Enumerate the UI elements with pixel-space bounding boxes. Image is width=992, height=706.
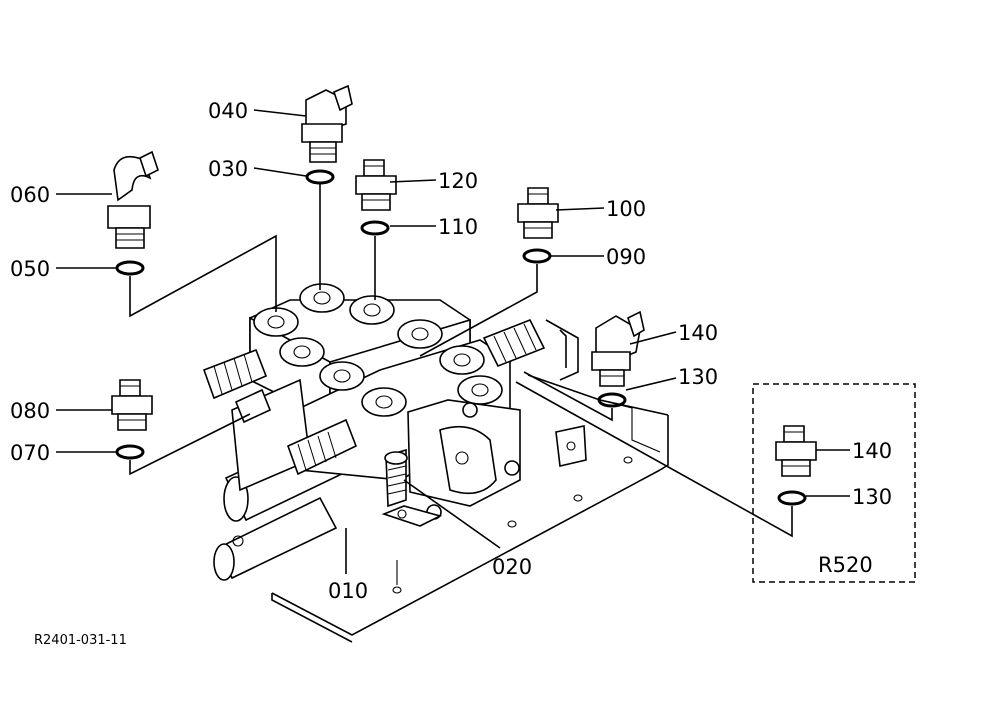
callout-070: 070 xyxy=(10,441,50,465)
union-fitting-080 xyxy=(111,379,153,431)
o-ring-130 xyxy=(597,392,627,408)
callout-130: 130 xyxy=(678,365,718,389)
leader-lines xyxy=(56,109,850,574)
o-ring-050 xyxy=(115,260,145,276)
union-fitting-120 xyxy=(355,159,397,211)
callout-120: 120 xyxy=(438,169,478,193)
base-plate xyxy=(271,319,669,643)
o-ring-090 xyxy=(522,248,552,264)
variant-box-r520: R520 xyxy=(752,383,916,583)
union-fitting-140-r520 xyxy=(775,425,817,477)
elbow-fitting-140 xyxy=(591,310,645,387)
callout-030: 030 xyxy=(208,157,248,181)
callout-labels: 040 030 060 050 120 110 100 090 080 070 … xyxy=(10,99,892,603)
drawing-reference: R2401-031-11 xyxy=(34,633,127,648)
assembly-lines xyxy=(129,184,793,538)
elbow-fitting-040 xyxy=(301,84,353,163)
callout-020: 020 xyxy=(492,555,532,579)
callout-010: 010 xyxy=(328,579,368,603)
callout-060: 060 xyxy=(10,183,50,207)
o-ring-030 xyxy=(305,169,335,185)
o-ring-110 xyxy=(360,220,390,236)
elbow-fitting-060 xyxy=(107,150,159,249)
union-fitting-100 xyxy=(517,187,559,239)
variant-label: R520 xyxy=(818,553,873,577)
callout-110: 110 xyxy=(438,215,478,239)
callout-080: 080 xyxy=(10,399,50,423)
callout-140: 140 xyxy=(678,321,718,345)
callout-050: 050 xyxy=(10,257,50,281)
o-ring-130-r520 xyxy=(777,490,807,506)
callout-140-r520: 140 xyxy=(852,439,892,463)
callout-100: 100 xyxy=(606,197,646,221)
callout-040: 040 xyxy=(208,99,248,123)
control-valve-010 xyxy=(202,283,546,581)
callout-090: 090 xyxy=(606,245,646,269)
o-ring-070 xyxy=(115,444,145,460)
callout-130-r520: 130 xyxy=(852,485,892,509)
